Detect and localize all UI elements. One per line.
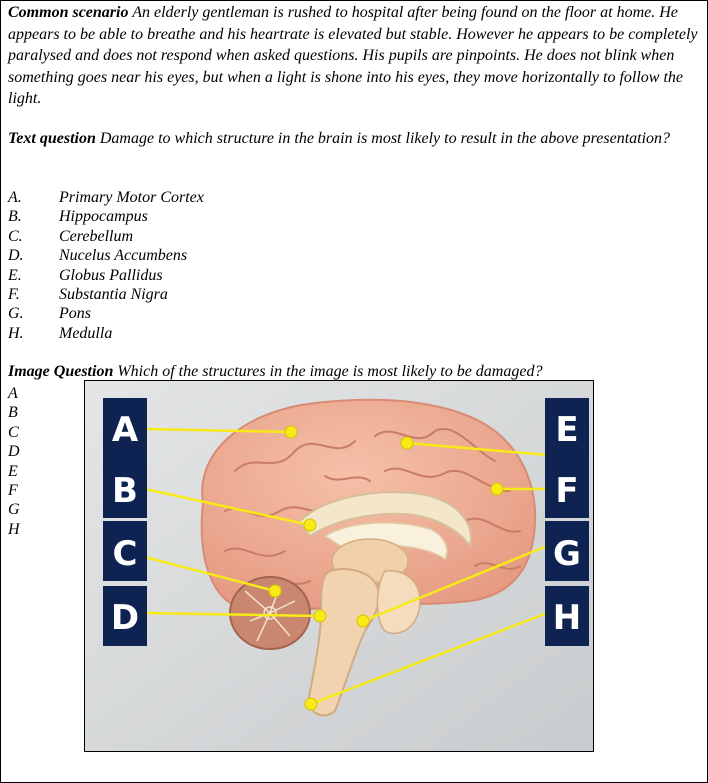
label-b: B xyxy=(112,471,138,511)
corpus-callosum-shape xyxy=(298,491,472,549)
answer-option[interactable]: E. Globus Pallidus xyxy=(8,266,204,285)
label-box-f[interactable] xyxy=(545,458,589,518)
image-answer-letter[interactable]: C xyxy=(8,423,19,441)
option-letter: E. xyxy=(8,266,22,284)
label-boxes: A B C D E F G H xyxy=(103,398,589,646)
image-answer-letter[interactable]: B xyxy=(8,404,18,422)
option-letter: B. xyxy=(8,208,22,226)
leader-dots xyxy=(268,425,504,711)
answer-option[interactable]: F. Substantia Nigra xyxy=(8,285,204,304)
option-label: Nucelus Accumbens xyxy=(59,247,188,265)
answer-option[interactable]: A. Primary Motor Cortex xyxy=(8,188,204,207)
option-label: Hippocampus xyxy=(59,208,148,226)
label-a: A xyxy=(112,410,139,450)
option-letter: H. xyxy=(8,324,24,342)
scenario-paragraph: Common scenario An elderly gentleman is … xyxy=(8,2,700,110)
answer-option[interactable]: H. Medulla xyxy=(8,324,204,343)
option-label: Pons xyxy=(59,305,91,323)
brain-model-illustration: A B C D E F G H xyxy=(85,381,593,751)
dot-h[interactable] xyxy=(304,697,318,711)
image-answer-letter[interactable]: A xyxy=(8,385,18,402)
image-answer-letter[interactable]: D xyxy=(8,443,20,461)
option-letter: A. xyxy=(8,189,22,206)
option-label: Primary Motor Cortex xyxy=(59,189,204,206)
answer-option[interactable]: C. Cerebellum xyxy=(8,227,204,246)
leader-lines xyxy=(144,427,548,706)
dot-b[interactable] xyxy=(303,518,317,532)
answer-option[interactable]: G. Pons xyxy=(8,304,204,323)
answer-option[interactable]: B. Hippocampus xyxy=(8,207,204,226)
image-answer-letter[interactable]: H xyxy=(8,520,20,538)
image-answer-letter[interactable]: G xyxy=(8,501,20,519)
image-answer-letter[interactable]: F xyxy=(8,482,18,500)
text-question-paragraph: Text question Damage to which structure … xyxy=(8,128,700,150)
label-d: D xyxy=(111,598,139,638)
dot-g[interactable] xyxy=(356,614,370,628)
image-question-heading: Image Question xyxy=(8,363,114,380)
label-box-g[interactable] xyxy=(545,521,589,581)
option-label: Globus Pallidus xyxy=(59,266,163,284)
option-label: Cerebellum xyxy=(59,227,134,245)
label-g: G xyxy=(553,534,581,574)
option-letter: C. xyxy=(8,227,23,245)
image-question-text: Which of the structures in the image is … xyxy=(117,363,543,380)
option-letter: D. xyxy=(8,247,24,265)
image-answer-letters: A B C D E F G H xyxy=(8,384,20,539)
scenario-heading: Common scenario xyxy=(8,4,129,21)
option-label: Medulla xyxy=(59,324,113,342)
label-h: H xyxy=(553,598,581,638)
diencephalon-shape xyxy=(376,570,421,635)
scenario-text: An elderly gentleman is rushed to hospit… xyxy=(8,4,698,107)
option-letter: G. xyxy=(8,305,24,323)
arbor-vitae xyxy=(244,585,296,642)
option-label: Substantia Nigra xyxy=(59,285,168,303)
dot-a[interactable] xyxy=(284,425,298,439)
label-box-c[interactable] xyxy=(103,521,147,581)
text-question-text: Damage to which structure in the brain i… xyxy=(99,130,671,147)
answer-option[interactable]: D. Nucelus Accumbens xyxy=(8,246,204,265)
image-question-paragraph: Image Question Which of the structures i… xyxy=(8,361,700,383)
label-c: C xyxy=(113,534,138,574)
answer-options-list: A.Primary Motor Cortex B.Hippocampus C.C… xyxy=(8,188,204,343)
label-box-h[interactable] xyxy=(545,586,589,646)
dot-c[interactable] xyxy=(268,584,282,598)
label-box-a[interactable] xyxy=(103,398,147,458)
dot-d[interactable] xyxy=(313,609,327,623)
image-answer-letter[interactable]: E xyxy=(8,462,18,480)
dot-e[interactable] xyxy=(400,436,414,450)
label-box-d[interactable] xyxy=(103,586,147,646)
label-box-b[interactable] xyxy=(103,458,147,518)
option-letter: F. xyxy=(8,285,20,303)
brain-figure: A B C D E F G H xyxy=(84,380,594,752)
label-e: E xyxy=(555,410,578,450)
label-f: F xyxy=(555,471,578,511)
label-box-e[interactable] xyxy=(545,398,589,458)
dot-f[interactable] xyxy=(490,482,504,496)
text-question-heading: Text question xyxy=(8,130,96,147)
